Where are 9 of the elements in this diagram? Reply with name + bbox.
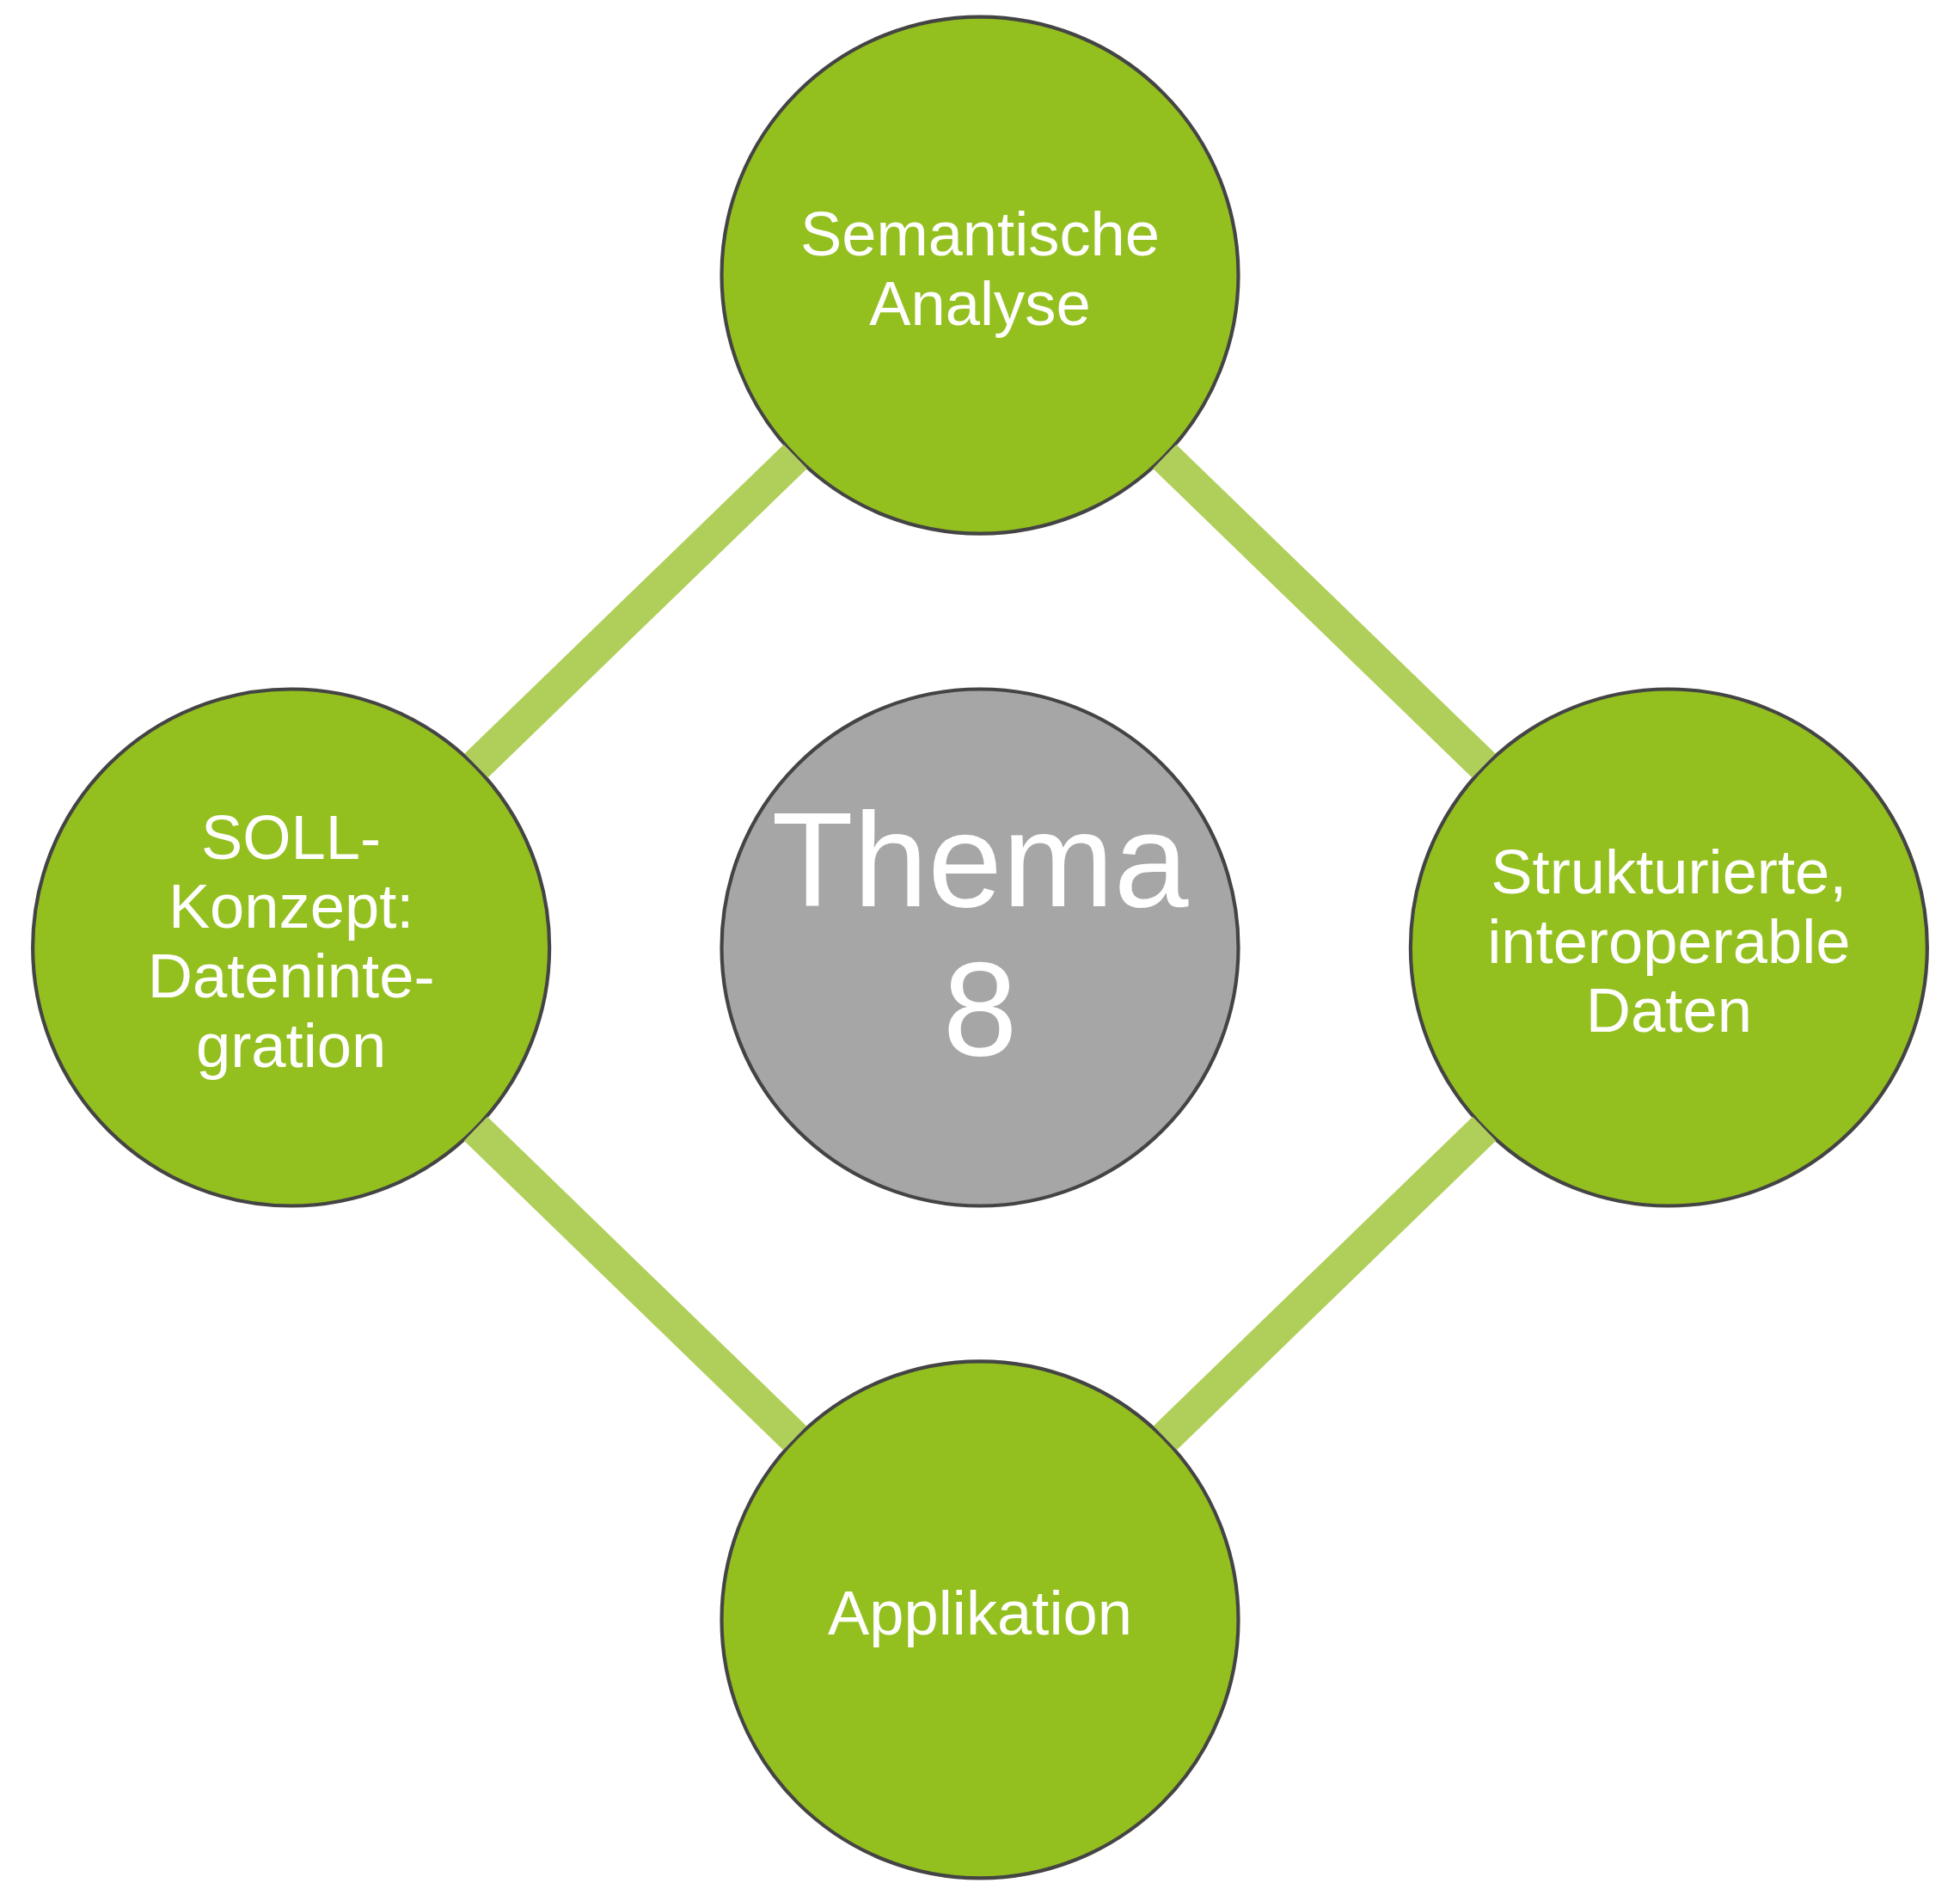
connector bbox=[1153, 444, 1496, 778]
node-circle: Applikation bbox=[720, 1359, 1240, 1880]
connector bbox=[1153, 1116, 1497, 1450]
node-circle: SOLL- Konzept: Dateninte- gration bbox=[31, 687, 552, 1208]
node-circle: Semantische Analyse bbox=[720, 15, 1240, 536]
connector bbox=[464, 444, 807, 778]
node-circle: Thema 8 bbox=[720, 687, 1240, 1208]
node-circle: Strukturierte, interoperable Daten bbox=[1408, 687, 1929, 1208]
connector bbox=[463, 1116, 807, 1450]
